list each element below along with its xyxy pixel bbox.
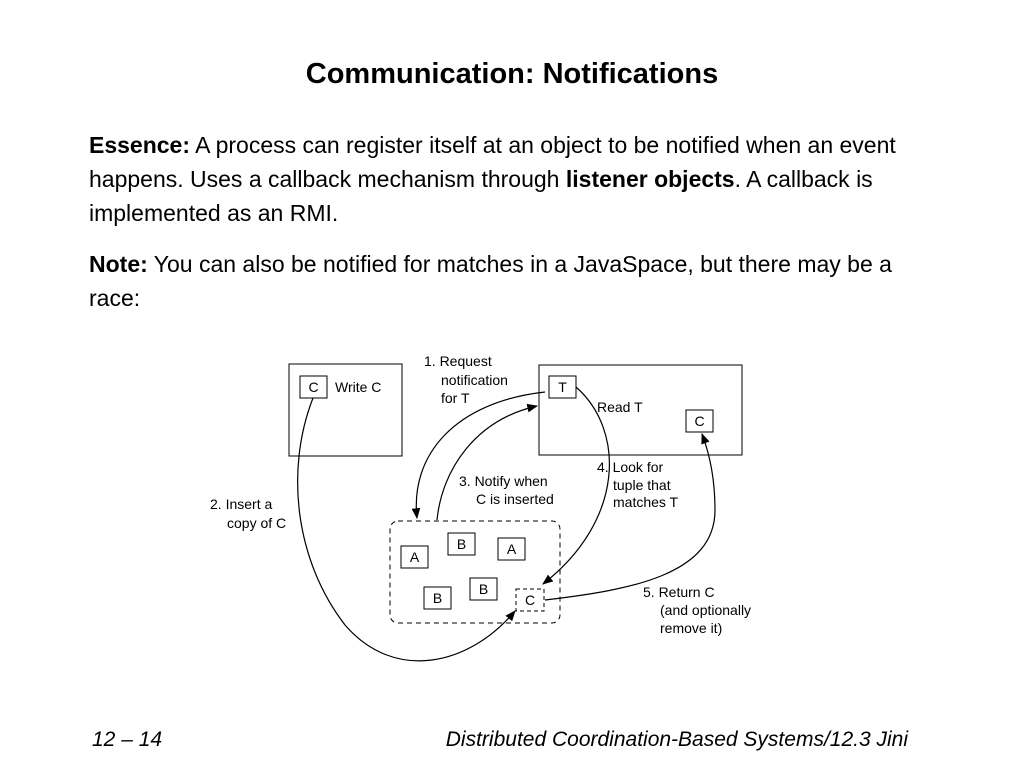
arrow-look-for-tuple (542, 386, 610, 585)
space-tuple (447, 532, 476, 556)
note-label: Note: (89, 251, 148, 277)
space-tuple-label: B (433, 590, 442, 606)
space-tuple-label: A (410, 549, 420, 565)
arrow-return-c (544, 432, 716, 601)
essence-label: Essence: (89, 132, 191, 158)
arrow-request-notification (411, 391, 546, 520)
javaspace-box (389, 520, 561, 624)
page-number: 12 – 14 (92, 728, 163, 751)
step1-line1: 1. Request (424, 353, 492, 369)
step3-line1: 3. Notify when (459, 473, 548, 489)
step5-line2: (and optionally (660, 602, 751, 618)
space-tuple-label: B (479, 581, 488, 597)
writer-tuple-c-label: C (308, 379, 318, 395)
step4-line3: matches T (613, 494, 679, 510)
essence-text-2: . A callback is implemented as an RMI. (89, 166, 873, 226)
reader-tuple-c (685, 409, 714, 433)
step5-line3: remove it) (660, 620, 722, 636)
step2-line2: copy of C (227, 515, 286, 531)
space-tuple (423, 586, 452, 610)
listener-objects-term: listener objects (565, 166, 735, 192)
note-paragraph: Note: You can also be notified for match… (89, 247, 939, 315)
section-title: Distributed Coordination-Based Systems/1… (445, 728, 908, 751)
arrow-notify-when-inserted (436, 403, 539, 521)
essence-paragraph: Essence: A process can register itself a… (89, 128, 939, 230)
reader-tuple-c-label: C (694, 413, 704, 429)
step4-line2: tuple that (613, 477, 671, 493)
step2-line1: 2. Insert a (210, 496, 272, 512)
space-tuple-label: B (457, 536, 466, 552)
writer-process-box (288, 363, 403, 457)
space-tuple (469, 577, 498, 601)
space-tuple-label: A (507, 541, 517, 557)
write-c-label: Write C (335, 379, 381, 395)
step5-line1: 5. Return C (643, 584, 715, 600)
step3-line2: C is inserted (476, 491, 554, 507)
step1-line3: for T (441, 390, 470, 406)
inserted-tuple-c (515, 588, 545, 612)
template-t-label: T (558, 379, 567, 395)
slide-title: Communication: Notifications (305, 58, 719, 90)
essence-text-1: A process can register itself at an obje… (89, 132, 896, 192)
inserted-tuple-c-label: C (525, 592, 535, 608)
step1-line2: notification (441, 372, 508, 388)
space-tuple (497, 537, 526, 561)
note-text: You can also be notified for matches in … (89, 251, 892, 311)
writer-tuple-c (299, 375, 328, 399)
arrow-insert-copy (297, 397, 516, 662)
step4-line1: 4. Look for (597, 459, 663, 475)
read-t-label: Read T (597, 399, 643, 415)
reader-process-box (538, 364, 743, 456)
space-tuple (400, 545, 429, 569)
